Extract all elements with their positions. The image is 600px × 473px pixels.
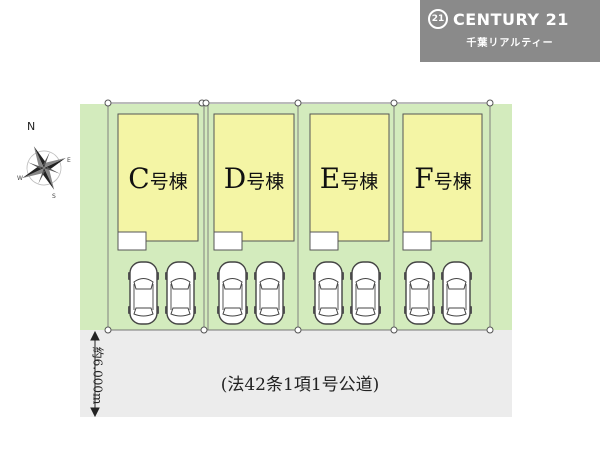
- compass-s: S: [52, 193, 56, 200]
- house-c: [117, 113, 199, 242]
- house-suffix: 号棟: [246, 171, 285, 193]
- porch-e: [309, 231, 339, 251]
- road-width-dimension: [90, 330, 100, 418]
- car-icon: [128, 261, 159, 325]
- house-letter: C: [128, 162, 150, 195]
- logo-main: 21 CENTURY 21: [428, 8, 594, 30]
- road-width-label-box: 約6.000m: [87, 333, 109, 417]
- house-letter: E: [319, 162, 341, 195]
- house-suffix: 号棟: [149, 171, 188, 193]
- logo-name: CENTURY 21: [453, 9, 569, 29]
- car-icon: [313, 261, 344, 325]
- century21-logo: 21 CENTURY 21 千葉リアルティー: [420, 0, 600, 62]
- boundary-markers: [104, 99, 494, 334]
- compass-w: W: [17, 175, 23, 182]
- parking-cars: [128, 261, 472, 325]
- car-icon: [350, 261, 381, 325]
- road-area: [80, 330, 512, 417]
- car-icon: [217, 261, 248, 325]
- houses: [117, 113, 483, 242]
- road-width-label: 約6.000m: [90, 346, 105, 404]
- house-letter: D: [223, 162, 247, 195]
- compass-icon: [22, 146, 66, 190]
- car-icon: [254, 261, 285, 325]
- porches: [117, 231, 432, 251]
- house-suffix: 号棟: [340, 171, 379, 193]
- house-letter: F: [414, 162, 434, 195]
- compass-n: N: [27, 120, 35, 133]
- porch-c: [117, 231, 147, 251]
- house-e: [309, 113, 390, 242]
- house-suffix: 号棟: [433, 171, 472, 193]
- car-icon: [404, 261, 435, 325]
- house-label-e: E号棟: [306, 162, 392, 195]
- porch-d: [213, 231, 243, 251]
- house-f: [402, 113, 483, 242]
- road-label: (法42条1項1号公道): [220, 375, 380, 395]
- house-label-c: C号棟: [115, 162, 201, 195]
- house-label-d: D号棟: [211, 162, 297, 195]
- house-label-f: F号棟: [400, 162, 486, 195]
- logo-mark: 21: [428, 9, 448, 29]
- compass-e: E: [67, 157, 71, 164]
- porch-f: [402, 231, 432, 251]
- house-d: [213, 113, 295, 242]
- car-icon: [441, 261, 472, 325]
- logo-subtitle: 千葉リアルティー: [466, 38, 554, 49]
- car-icon: [165, 261, 196, 325]
